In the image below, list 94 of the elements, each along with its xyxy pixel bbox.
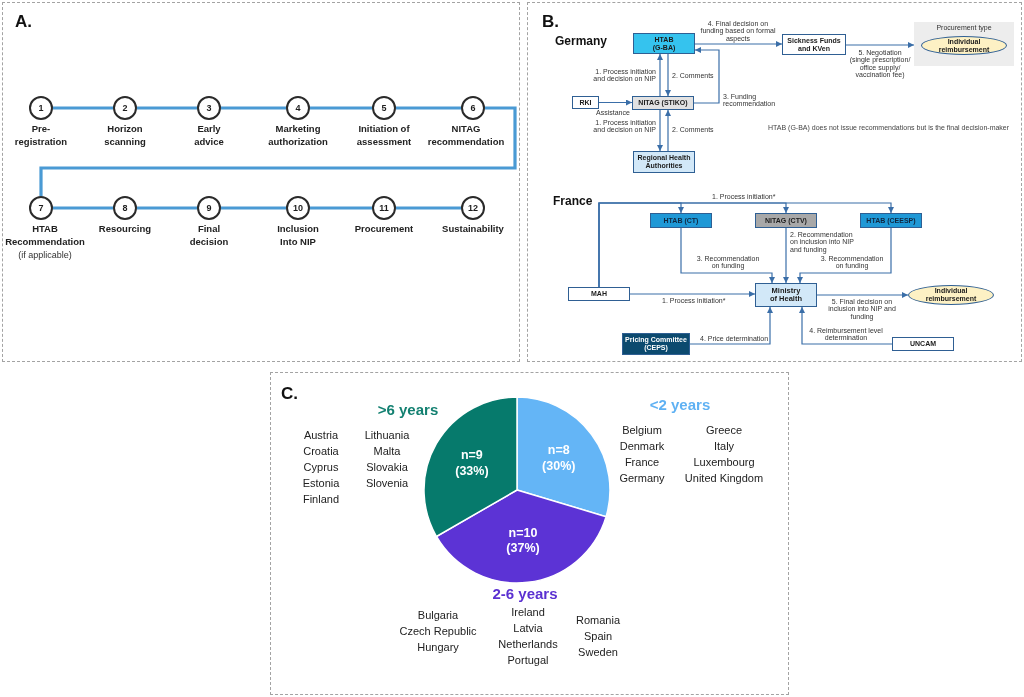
country-label: Denmark <box>619 440 665 453</box>
connector-line <box>396 106 461 110</box>
panel-label: B. <box>542 13 559 30</box>
arrow <box>689 306 773 345</box>
country-label: Italy <box>713 440 735 453</box>
step-label: Inclusion Into NIP <box>276 223 320 249</box>
arrow <box>665 109 671 152</box>
step-label: Initiation of assessment <box>356 123 412 149</box>
country-label: Netherlands <box>498 638 558 651</box>
connector-line <box>137 106 197 110</box>
country-label: Belgium <box>622 424 662 437</box>
connector-line <box>53 106 113 110</box>
country-label: Slovakia <box>366 461 408 474</box>
arrow <box>680 227 775 284</box>
arrow <box>797 227 892 284</box>
step-circle: 12 <box>461 196 485 220</box>
slice-label: n=10 (37%) <box>506 526 540 558</box>
country-label: Czech Republic <box>399 625 477 638</box>
step-circle: 10 <box>286 196 310 220</box>
country-label: Romania <box>576 614 620 627</box>
arrow <box>598 202 894 288</box>
country-label: Croatia <box>303 445 339 458</box>
connector-line <box>221 206 286 210</box>
step-note: (if applicable) <box>18 248 72 261</box>
step-circle: 1 <box>29 96 53 120</box>
step-label: Final decision <box>189 223 229 249</box>
arrow <box>629 291 756 297</box>
step-label: Marketing authorization <box>267 123 329 149</box>
step-circle: 9 <box>197 196 221 220</box>
step-label: HTAB Recommendation <box>4 223 86 249</box>
category-label: >6 years <box>377 402 439 417</box>
step-circle: 3 <box>197 96 221 120</box>
country-label: Austria <box>303 429 339 442</box>
country-label: Cyprus <box>303 461 339 474</box>
country-label: Hungary <box>417 641 459 654</box>
slice-label: n=8 (30%) <box>542 443 576 475</box>
country-label: Germany <box>619 472 665 485</box>
country-label: Sweden <box>578 646 618 659</box>
country-label: Greece <box>705 424 743 437</box>
country-label: Bulgaria <box>417 609 459 622</box>
panel-frame <box>270 372 789 695</box>
step-circle: 5 <box>372 96 396 120</box>
country-label: Latvia <box>513 622 543 635</box>
arrow <box>799 306 893 345</box>
country-label: Lithuania <box>364 429 410 442</box>
country-label: Estonia <box>302 477 340 490</box>
arrow <box>665 53 671 97</box>
arrow <box>657 53 663 97</box>
arrow <box>693 47 720 104</box>
country-label: Malta <box>373 445 401 458</box>
country-label: Slovenia <box>365 477 409 490</box>
step-circle: 6 <box>461 96 485 120</box>
arrow <box>657 109 663 152</box>
step-label: Horizon scanning <box>103 123 147 149</box>
category-label: <2 years <box>649 397 711 412</box>
connector-line <box>310 106 372 110</box>
panel-frame <box>2 2 520 362</box>
step-circle: 8 <box>113 196 137 220</box>
arrow <box>816 292 909 298</box>
country-label: Luxembourg <box>693 456 755 469</box>
step-circle: 4 <box>286 96 310 120</box>
connector-line <box>221 106 286 110</box>
procurement-panel <box>914 22 1014 66</box>
category-label: 2-6 years <box>492 586 558 601</box>
step-label: Pre-registration <box>14 123 68 149</box>
country-label: United Kingdom <box>684 472 764 485</box>
country-label: Portugal <box>507 654 549 667</box>
country-label: France <box>624 456 660 469</box>
step-circle: 7 <box>29 196 53 220</box>
arrow <box>694 41 783 47</box>
panel-frame <box>527 2 1022 362</box>
country-label: Finland <box>302 493 340 506</box>
connector-line <box>396 206 461 210</box>
panel-label: C. <box>281 385 298 402</box>
arrow <box>598 99 633 106</box>
connector-line <box>53 206 113 210</box>
slice-label: n=9 (33%) <box>455 448 489 480</box>
country-label: Spain <box>583 630 613 643</box>
connector-line <box>39 106 517 196</box>
country-label: Ireland <box>511 606 545 619</box>
arrow <box>783 227 789 284</box>
section-heading: France <box>553 195 593 207</box>
step-label: NITAG recommendation <box>427 123 505 149</box>
section-heading: Germany <box>555 35 608 47</box>
panel-label: A. <box>15 13 32 30</box>
arrow <box>845 42 915 48</box>
connector-line <box>137 206 197 210</box>
step-circle: 11 <box>372 196 396 220</box>
step-label: Sustainability <box>441 223 505 236</box>
step-label: Resourcing <box>98 223 152 236</box>
step-circle: 2 <box>113 96 137 120</box>
connector-line <box>310 206 372 210</box>
step-label: Procurement <box>354 223 414 236</box>
step-label: Early advice <box>193 123 225 149</box>
